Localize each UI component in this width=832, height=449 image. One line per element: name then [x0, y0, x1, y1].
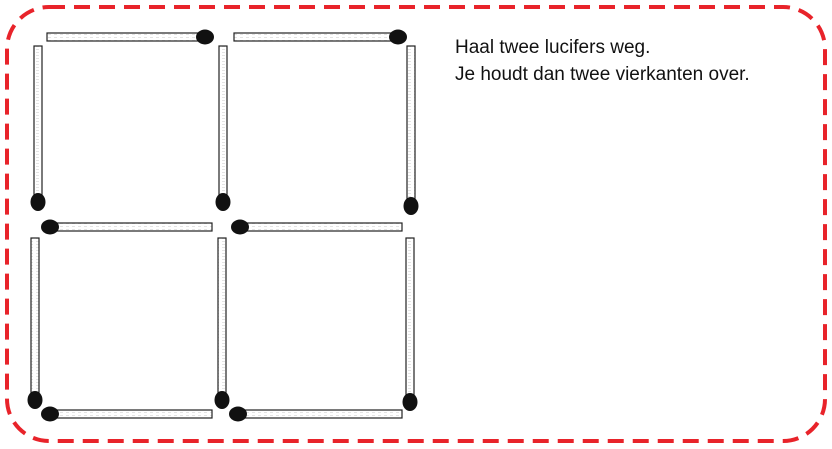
match-head-icon: [28, 391, 43, 409]
instruction-line-1: Haal twee lucifers weg.: [455, 34, 750, 61]
match-head-icon: [215, 391, 230, 409]
match-right-upper: [404, 46, 419, 215]
match-right-lower: [403, 238, 418, 411]
match-center-right: [231, 220, 402, 235]
match-head-icon: [403, 393, 418, 411]
match-head-icon: [31, 193, 46, 211]
match-top-right: [234, 30, 407, 45]
match-center-left: [41, 220, 212, 235]
match-head-icon: [216, 193, 231, 211]
instruction-line-2: Je houdt dan twee vierkanten over.: [455, 61, 750, 88]
match-middle-upper: [216, 46, 231, 211]
match-middle-lower: [215, 238, 230, 409]
match-head-icon: [389, 30, 407, 45]
match-bottom-left: [41, 407, 212, 422]
match-left-lower: [28, 238, 43, 409]
match-head-icon: [404, 197, 419, 215]
match-bottom-right: [229, 407, 402, 422]
match-left-upper: [31, 46, 46, 211]
match-head-icon: [196, 30, 214, 45]
match-head-icon: [41, 407, 59, 422]
match-head-icon: [41, 220, 59, 235]
match-head-icon: [231, 220, 249, 235]
match-head-icon: [229, 407, 247, 422]
match-top-left: [47, 30, 214, 45]
instructions: Haal twee lucifers weg. Je houdt dan twe…: [455, 34, 750, 88]
